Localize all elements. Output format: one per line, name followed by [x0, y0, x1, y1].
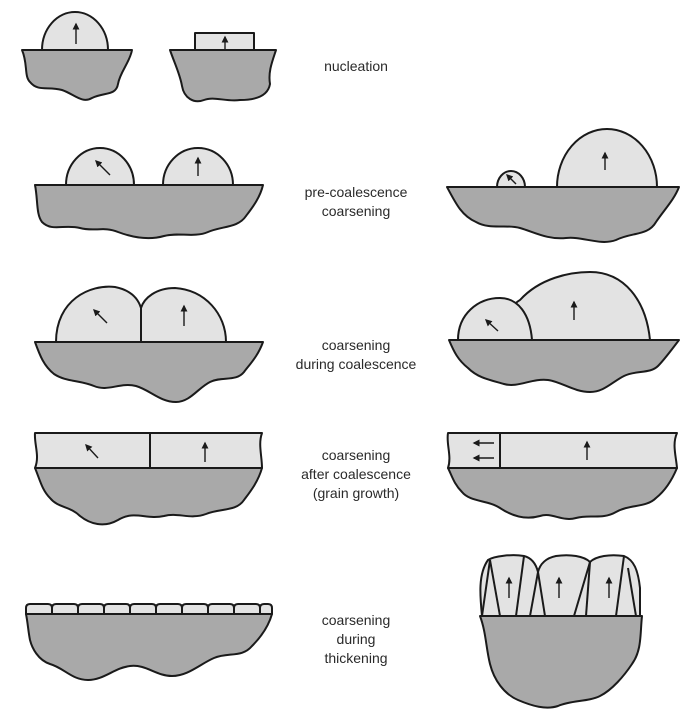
substrate	[479, 615, 643, 709]
stage-label-during-coalescence: coarsening during coalescence	[296, 337, 417, 372]
pre-coalescence-row	[34, 128, 680, 243]
label-line: during coalescence	[296, 356, 417, 372]
label-line: during	[337, 631, 376, 647]
large-island	[556, 128, 658, 188]
orientation-arrow	[506, 174, 517, 185]
substrate	[34, 184, 264, 240]
dome-island	[41, 11, 109, 51]
label-line: after coalescence	[301, 466, 411, 482]
columnar-grains	[479, 554, 641, 617]
label-line: (grain growth)	[313, 485, 399, 501]
label-line: coarsening	[322, 612, 391, 628]
substrate	[169, 49, 277, 103]
continuous-film	[446, 432, 678, 469]
during-thickening-row	[25, 554, 643, 709]
stage-label-pre-coalescence: pre-coalescence coarsening	[305, 184, 408, 219]
after-coalescence-row	[33, 432, 678, 526]
label-line: pre-coalescence	[305, 184, 408, 200]
substrate	[34, 467, 263, 526]
substrate	[25, 613, 273, 681]
stage-label-nucleation: nucleation	[324, 58, 388, 74]
during-coalescence-row	[34, 271, 680, 403]
label-line: coarsening	[322, 337, 391, 353]
orientation-arrow	[93, 309, 108, 324]
stage-label-during-thickening: coarsening during thickening	[322, 612, 391, 666]
substrate	[448, 339, 680, 393]
orientation-arrow	[484, 319, 499, 332]
substrate	[34, 341, 264, 403]
label-line: coarsening	[322, 447, 391, 463]
large-grain	[513, 271, 651, 341]
substrate	[447, 467, 678, 520]
label-line: thickening	[324, 650, 387, 666]
nucleation-row	[21, 11, 277, 103]
label-line: nucleation	[324, 58, 388, 74]
continuous-film	[33, 432, 263, 469]
small-grain-layer	[25, 603, 273, 615]
substrate	[21, 49, 133, 101]
island	[65, 147, 135, 186]
orientation-arrow	[95, 160, 111, 176]
orientation-arrow	[85, 443, 99, 459]
label-line: coarsening	[322, 203, 391, 219]
small-grain	[457, 297, 533, 341]
stage-label-after-coalescence: coarsening after coalescence (grain grow…	[301, 447, 411, 501]
substrate	[446, 186, 680, 243]
